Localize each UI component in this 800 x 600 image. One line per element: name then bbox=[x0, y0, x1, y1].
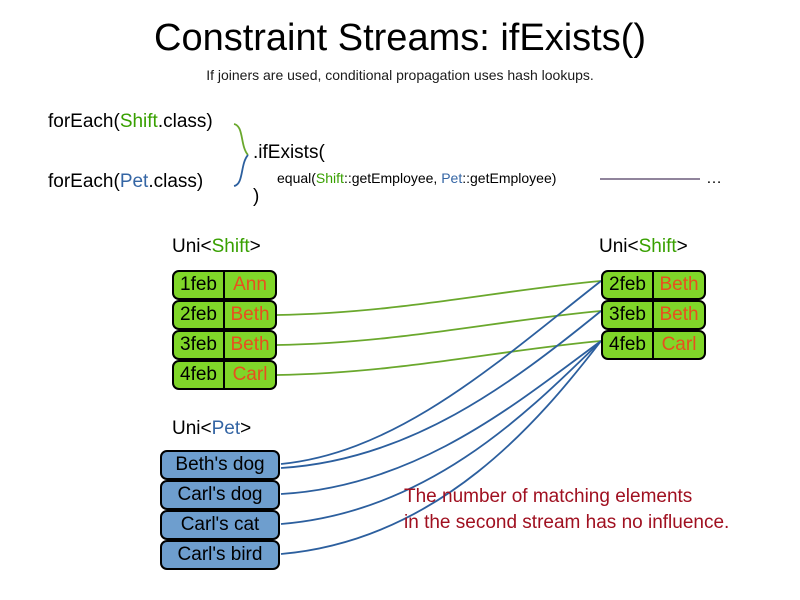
annotation-note: The number of matching elements in the s… bbox=[404, 484, 729, 536]
shift-input-row-0[interactable]: 1feb Ann bbox=[172, 270, 277, 300]
shift-input-date-2: 3feb bbox=[174, 332, 225, 358]
code-ellipsis: … bbox=[706, 170, 722, 187]
code-equal-prefix: equal( bbox=[277, 170, 316, 186]
code-foreach-shift-type: Shift bbox=[119, 111, 158, 132]
code-close-paren: ) bbox=[253, 186, 260, 207]
code-foreach-pet-prefix: forEach( bbox=[48, 171, 120, 192]
label-uni-shift-input-prefix: Uni< bbox=[172, 236, 212, 257]
green-link-group bbox=[276, 280, 602, 376]
shift-input-row-3[interactable]: 4feb Carl bbox=[172, 360, 277, 390]
code-equal-left-method: ::getEmployee, bbox=[343, 170, 442, 186]
label-uni-pet-input-type: Pet bbox=[211, 418, 241, 439]
shift-output-date-1: 3feb bbox=[603, 302, 654, 328]
shift-output-row-0[interactable]: 2feb Beth bbox=[601, 270, 706, 300]
code-foreach-shift-suffix: .class) bbox=[157, 111, 213, 132]
link-shift-4feb bbox=[276, 340, 602, 376]
pet-input-row-3[interactable]: Carl's bird bbox=[160, 540, 280, 570]
pet-input-row-0[interactable]: Beth's dog bbox=[160, 450, 280, 480]
brace-upper-green bbox=[233, 123, 249, 156]
pet-input-label-0: Beth's dog bbox=[175, 454, 265, 475]
label-uni-shift-output-suffix: > bbox=[676, 236, 688, 257]
shift-input-employee-1: Beth bbox=[230, 304, 270, 325]
label-uni-shift-output-prefix: Uni< bbox=[599, 236, 639, 257]
shift-input-date-1: 2feb bbox=[174, 302, 225, 328]
shift-output-date-0: 2feb bbox=[603, 272, 654, 298]
label-uni-shift-input: Uni<Shift> bbox=[172, 236, 261, 258]
pet-input-label-2: Carl's cat bbox=[180, 514, 260, 535]
pet-input-label-1: Carl's dog bbox=[177, 484, 263, 505]
code-equal-left-type: Shift bbox=[315, 170, 344, 186]
page-title: Constraint Streams: ifExists() bbox=[154, 17, 646, 59]
label-uni-shift-output: Uni<Shift> bbox=[599, 236, 688, 258]
brace-lower-blue bbox=[233, 154, 249, 187]
shift-input-row-2[interactable]: 3feb Beth bbox=[172, 330, 277, 360]
shift-input-row-1[interactable]: 2feb Beth bbox=[172, 300, 277, 330]
shift-input-date-0: 1feb bbox=[174, 272, 225, 298]
code-equal-right-method: ::getEmployee) bbox=[462, 170, 557, 186]
link-shift-2feb bbox=[276, 280, 602, 316]
code-foreach-pet-suffix: .class) bbox=[148, 171, 204, 192]
shift-output-employee-0: Beth bbox=[659, 274, 699, 295]
link-pet-bethsdog-2feb bbox=[280, 280, 602, 465]
link-pet-carlsdog-4feb bbox=[280, 340, 602, 495]
code-foreach-shift-prefix: forEach( bbox=[48, 111, 120, 132]
shift-output-employee-1: Beth bbox=[659, 304, 699, 325]
page-subtitle: If joiners are used, conditional propaga… bbox=[206, 67, 594, 83]
pet-input-label-3: Carl's bird bbox=[177, 544, 263, 565]
label-uni-shift-input-type: Shift bbox=[211, 236, 250, 257]
shift-output-employee-2: Carl bbox=[661, 334, 697, 355]
code-foreach-pet-type: Pet bbox=[119, 171, 149, 192]
code-ifexists-open: .ifExists( bbox=[253, 142, 325, 163]
label-uni-shift-output-type: Shift bbox=[638, 236, 677, 257]
shift-input-employee-0: Ann bbox=[233, 274, 267, 295]
pet-input-row-1[interactable]: Carl's dog bbox=[160, 480, 280, 510]
shift-output-date-2: 4feb bbox=[603, 332, 654, 358]
label-uni-shift-input-suffix: > bbox=[249, 236, 261, 257]
annotation-line-1: The number of matching elements bbox=[404, 486, 693, 507]
shift-input-employee-3: Carl bbox=[232, 364, 268, 385]
pet-input-row-2[interactable]: Carl's cat bbox=[160, 510, 280, 540]
shift-output-row-2[interactable]: 4feb Carl bbox=[601, 330, 706, 360]
label-uni-pet-input: Uni<Pet> bbox=[172, 418, 251, 440]
code-equal-right-type: Pet bbox=[441, 170, 463, 186]
label-uni-pet-input-suffix: > bbox=[240, 418, 252, 439]
shift-output-row-1[interactable]: 3feb Beth bbox=[601, 300, 706, 330]
shift-input-employee-2: Beth bbox=[230, 334, 270, 355]
shift-input-date-3: 4feb bbox=[174, 362, 225, 388]
code-foreach-pet: forEach(Pet.class) bbox=[48, 171, 203, 193]
annotation-line-2: in the second stream has no influence. bbox=[404, 512, 730, 533]
code-equal-joiner: equal(Shift::getEmployee, Pet::getEmploy… bbox=[277, 170, 556, 187]
code-foreach-shift: forEach(Shift.class) bbox=[48, 111, 213, 133]
stream-brace bbox=[233, 123, 249, 187]
link-pet-bethsdog-3feb bbox=[280, 310, 602, 469]
link-shift-3feb bbox=[276, 310, 602, 346]
label-uni-pet-input-prefix: Uni< bbox=[172, 418, 212, 439]
